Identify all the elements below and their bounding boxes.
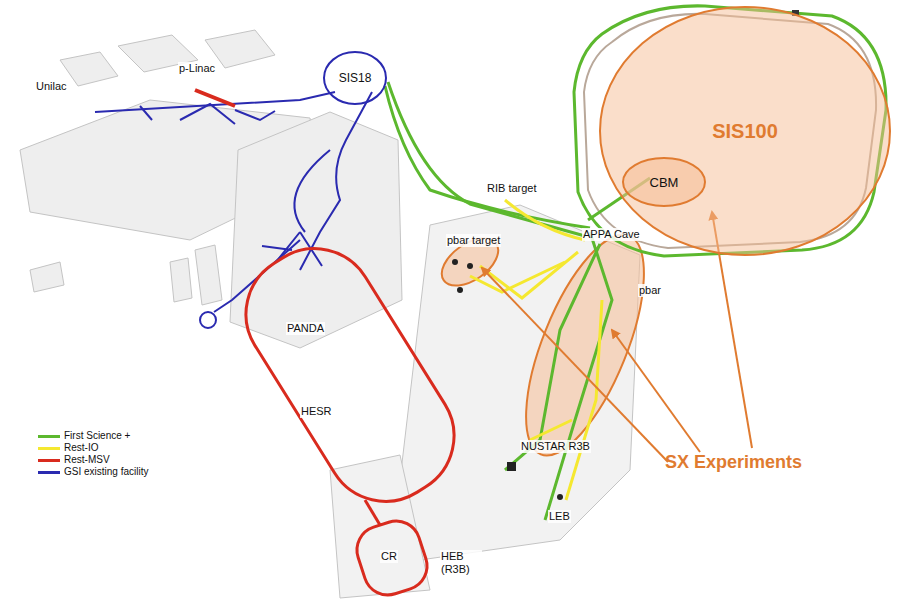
beamline — [385, 86, 590, 228]
cr-ring — [351, 515, 433, 600]
beamline — [566, 300, 602, 500]
marker-dot — [452, 259, 458, 265]
node-label: SIS18 — [338, 71, 373, 85]
legend-text: Rest-MSV — [64, 454, 110, 466]
legend-text: First Science + — [64, 430, 130, 442]
beamline — [294, 150, 330, 232]
place-label: RIB target — [486, 182, 538, 195]
place-label: Unilac — [35, 80, 68, 93]
legend-text: GSI existing facility — [64, 466, 148, 478]
building — [195, 245, 222, 305]
place-label: PANDA — [286, 322, 325, 335]
beamline — [180, 104, 235, 124]
beamline — [214, 240, 300, 312]
target-ring — [200, 312, 216, 328]
legend-swatch — [38, 447, 60, 450]
facility-ellipse: SIS100 — [598, 5, 892, 257]
marker-dot — [557, 494, 563, 500]
beamline — [505, 200, 585, 240]
marker-block — [507, 462, 516, 471]
legend-swatch — [38, 459, 60, 462]
facility-ellipse: SIS18 — [322, 50, 388, 106]
beamline — [140, 106, 152, 120]
legend-swatch — [38, 471, 60, 474]
ellipse-shape — [324, 52, 386, 104]
callout-text: SX Experiments — [664, 452, 803, 473]
place-label: p-Linac — [178, 62, 216, 75]
beamline — [470, 262, 565, 292]
place-label: pbar target — [446, 234, 501, 247]
node-label: CBM — [650, 175, 679, 190]
beamline — [480, 252, 578, 298]
place-label: APPA Cave — [582, 228, 641, 241]
beamline — [545, 232, 612, 520]
node-label: SIS100 — [712, 120, 778, 143]
place-label: HEB (R3B) — [440, 550, 482, 576]
building — [170, 258, 192, 302]
hesr-ring — [223, 226, 476, 524]
transfer-line — [365, 500, 380, 525]
existing-beamlines — [95, 92, 372, 328]
beamline — [388, 82, 585, 236]
marker-dot — [467, 263, 473, 269]
rest-msv-rings — [223, 226, 476, 600]
place-label: NUSTAR R3B — [520, 440, 591, 453]
legend-swatch — [38, 435, 60, 438]
buildings — [20, 30, 640, 598]
ellipse-shape — [600, 7, 890, 255]
building — [30, 262, 64, 292]
marker-dot — [457, 287, 463, 293]
building — [230, 112, 402, 348]
beamline — [300, 92, 372, 270]
p-linac-line — [195, 90, 235, 106]
beamline — [235, 110, 275, 120]
beamline — [530, 420, 572, 440]
building — [60, 52, 118, 86]
place-label: CR — [380, 550, 398, 563]
highlight-ellipse — [433, 229, 506, 295]
place-label: HESR — [300, 405, 333, 418]
place-label: pbar — [638, 284, 662, 297]
callout-arrow — [612, 330, 700, 452]
legend-text: Rest-IO — [64, 442, 98, 454]
facility-ellipse: CBM — [621, 156, 707, 208]
ellipse-shape — [623, 158, 705, 206]
place-label: LEB — [548, 510, 571, 523]
callout-arrow — [482, 268, 668, 462]
